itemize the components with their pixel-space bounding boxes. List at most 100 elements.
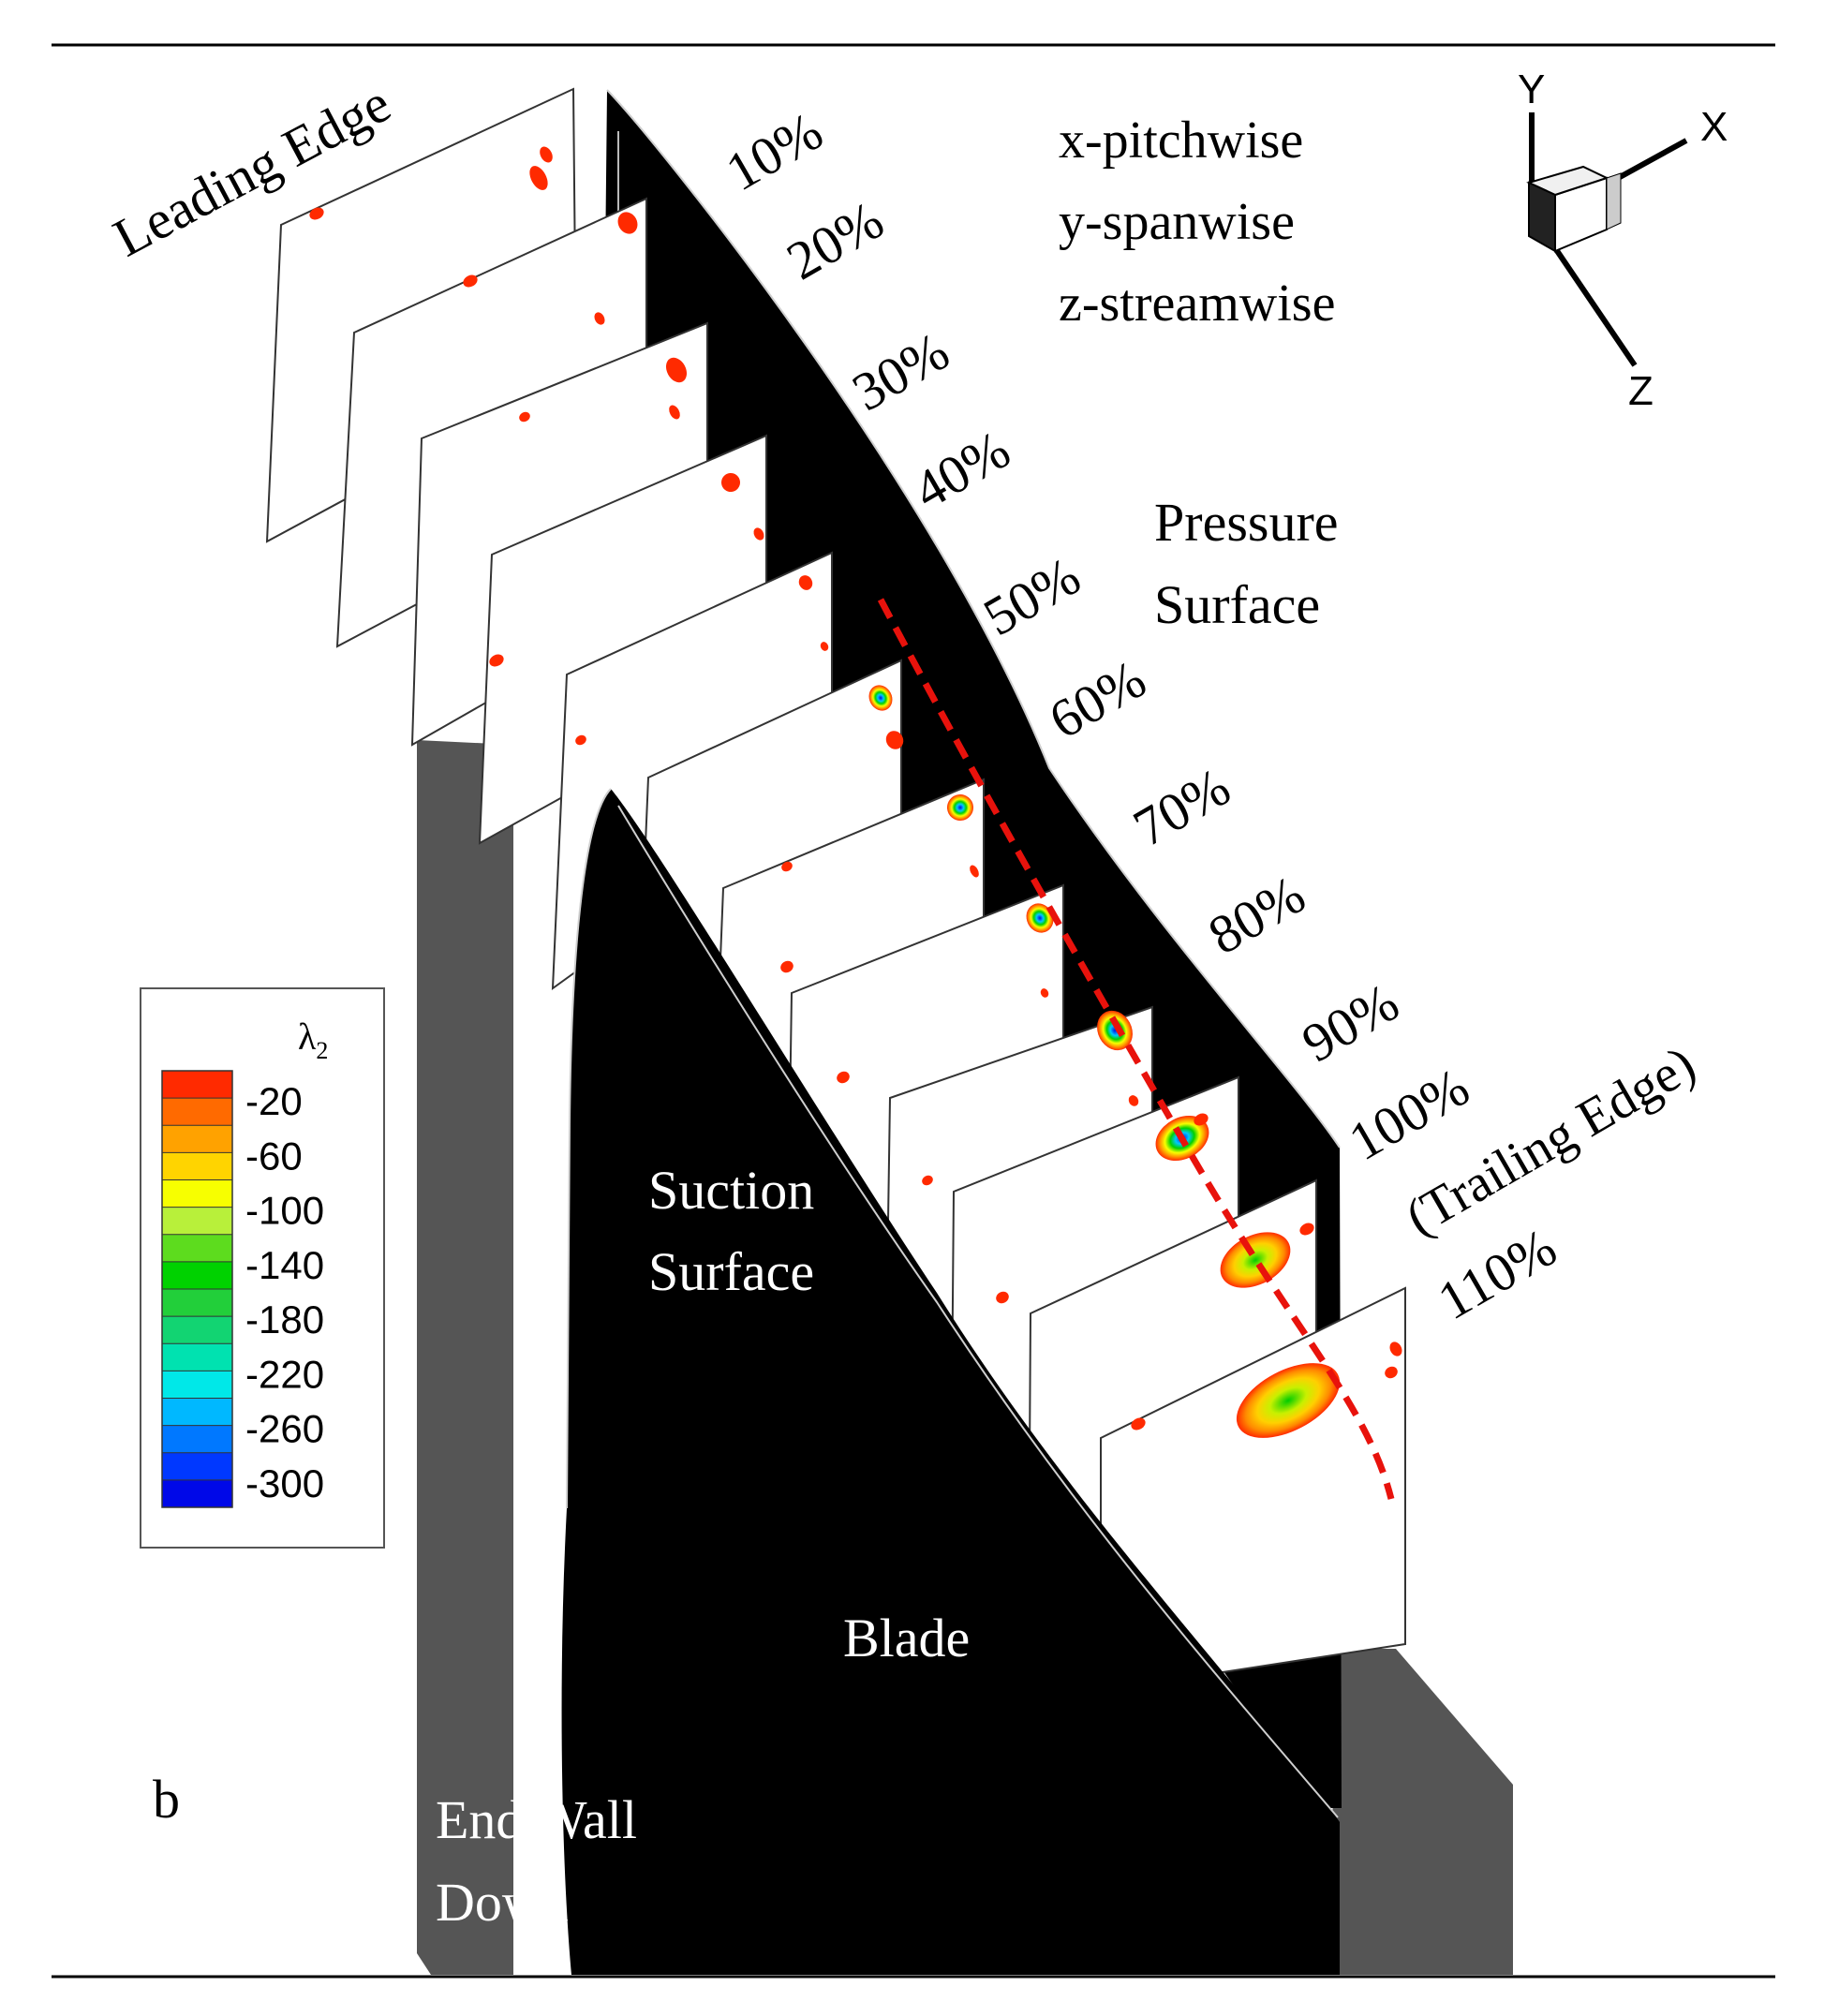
vortex-spot — [575, 734, 586, 746]
vortex-spot — [780, 960, 793, 973]
suction-front-edge — [566, 788, 612, 1509]
vortex-spot — [519, 411, 530, 422]
legend-color-bands — [161, 1070, 233, 1508]
vortex-core — [1236, 1363, 1341, 1438]
suction-side-blade — [561, 789, 1340, 1975]
vortex-spot — [1040, 988, 1049, 998]
vortex-spot — [922, 1175, 933, 1186]
legend-band — [162, 1261, 232, 1290]
legend-tick-label: -140 — [245, 1243, 324, 1287]
blade-label: Blade — [843, 1608, 970, 1668]
triad-z-label: Z — [1628, 368, 1654, 414]
station-label: 40% — [903, 419, 1020, 521]
legend-tick-label: -220 — [245, 1352, 324, 1396]
legend-band — [162, 1125, 232, 1153]
end-wall-right — [1330, 1649, 1513, 1975]
station-label: 70% — [1123, 756, 1240, 858]
lambda2-legend: λ2 -20 -60 -100 -140 -180 -220 -260 -300 — [140, 987, 385, 1549]
legend-tick-label: -180 — [245, 1297, 324, 1342]
vortex-spot — [1194, 1113, 1209, 1126]
legend-title-subscript: 2 — [316, 1037, 328, 1064]
triad-cube-side — [1528, 181, 1556, 253]
legend-title-symbol: λ — [298, 1015, 317, 1058]
triad-x-label: X — [1700, 104, 1728, 150]
legend-band — [162, 1234, 232, 1263]
legend-tick-labels: -20 -60 -100 -140 -180 -220 -260 -300 — [245, 1079, 324, 1505]
legend-band — [162, 1179, 232, 1208]
vortex-spot — [996, 1291, 1009, 1304]
legend-tick-label: -20 — [245, 1079, 303, 1123]
station-label: 50% — [973, 545, 1090, 647]
legend-band — [162, 1152, 232, 1180]
section-planes — [265, 87, 1406, 1693]
axis-description-z: z-streamwise — [1059, 274, 1335, 333]
vortex-spot — [1131, 1417, 1146, 1430]
legend-band — [162, 1207, 232, 1236]
pressure-surface-label-line1: Pressure — [1154, 492, 1339, 553]
vortex-spot — [594, 312, 605, 325]
vortex-spot — [781, 861, 793, 872]
coordinate-triad: Y X Z — [1518, 67, 1728, 414]
vortex-spot — [820, 642, 829, 651]
triad-cube-right — [1606, 172, 1622, 230]
vortex-core — [1220, 1232, 1291, 1288]
legend-tick-label: -100 — [245, 1189, 324, 1233]
vortex-spot — [617, 212, 638, 234]
legend-band — [162, 1071, 232, 1099]
suction-surface-label-line1: Suction — [648, 1160, 814, 1221]
vortex-spot — [665, 357, 688, 383]
axis-description-x: x-pitchwise — [1059, 111, 1303, 170]
suction-surface-edge — [617, 805, 1339, 1818]
vortex-trajectory-line — [877, 598, 1395, 1500]
legend-title: λ2 — [298, 1015, 328, 1064]
pressure-surface-label-line2: Surface — [1154, 574, 1320, 635]
legend-tick-label: -300 — [245, 1461, 324, 1505]
vortex-spot — [1299, 1223, 1314, 1236]
panel-letter: b — [153, 1769, 180, 1830]
vortex-spot — [837, 1071, 850, 1084]
triad-z-axis — [1543, 232, 1638, 367]
station-label: 20% — [777, 189, 894, 291]
axis-description-y: y-spanwise — [1059, 193, 1295, 251]
station-label: 10% — [716, 100, 833, 202]
legend-band — [162, 1425, 232, 1454]
vortex-spot — [1385, 1366, 1398, 1379]
legend-band — [162, 1316, 232, 1344]
vortex-spot — [489, 654, 504, 667]
station-label: 100% — [1339, 1056, 1479, 1172]
vortex-spot — [463, 274, 478, 288]
legend-bar-outline — [161, 1070, 233, 1508]
vortex-core — [1026, 903, 1054, 933]
vortex-spot — [309, 207, 324, 220]
vortex-spot — [1128, 1095, 1139, 1106]
vortex-core — [947, 794, 973, 821]
end-wall-label-line1: End Wall — [436, 1789, 637, 1850]
end-wall-label-line2: Down — [436, 1872, 569, 1933]
vortex-spot — [540, 146, 553, 163]
vortex-core — [868, 685, 893, 711]
legend-band — [162, 1098, 232, 1126]
vortex-spot — [529, 166, 548, 190]
station-label: 80% — [1198, 864, 1315, 966]
vortex-spot — [721, 473, 740, 492]
vortex-spot — [970, 865, 979, 878]
vortex-spot — [798, 575, 813, 590]
end-wall — [417, 740, 513, 1975]
legend-tick-label: -260 — [245, 1407, 324, 1451]
legend-band — [162, 1343, 232, 1371]
vortex-spot — [753, 527, 764, 541]
legend-band — [162, 1398, 232, 1427]
suction-surface-label-line2: Surface — [648, 1241, 814, 1302]
station-label: 60% — [1039, 648, 1156, 750]
station-label: 90% — [1292, 971, 1409, 1074]
pressure-surface-edge — [606, 89, 1341, 1149]
vortex-spot — [885, 731, 904, 749]
station-label: 30% — [842, 320, 959, 422]
vortex-spot — [1389, 1342, 1402, 1356]
legend-tick-label: -60 — [245, 1134, 303, 1178]
legend-band — [162, 1371, 232, 1399]
legend-band — [162, 1479, 232, 1508]
triad-y-label: Y — [1518, 67, 1545, 112]
legend-band — [162, 1452, 232, 1481]
